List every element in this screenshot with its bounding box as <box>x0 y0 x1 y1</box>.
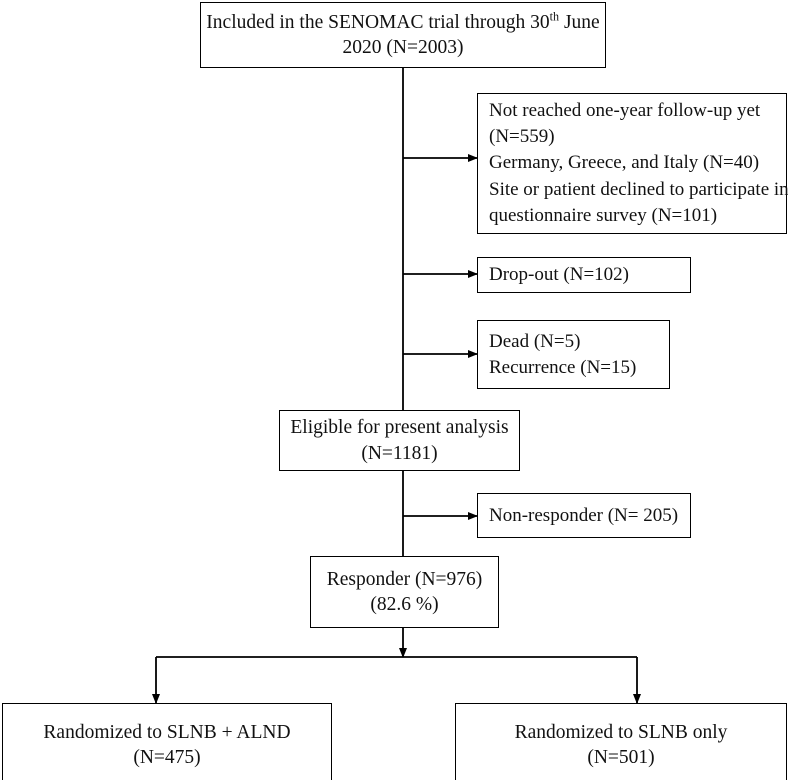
node-dropout: Drop-out (N=102) <box>477 257 691 293</box>
node-slnb-alnd-line-1: Randomized to SLNB + ALND <box>43 721 291 743</box>
node-dead-recurrence: Dead (N=5) Recurrence (N=15) <box>477 320 670 389</box>
node-slnb-only-line-1: Randomized to SLNB only <box>514 721 728 743</box>
node-not-reached-line-3: Germany, Greece, and Italy (N=40) <box>489 152 760 174</box>
node-dead-line: Dead (N=5) <box>489 330 581 352</box>
node-slnb-only-line-2: (N=501) <box>587 747 655 768</box>
node-eligible-line-2: (N=1181) <box>361 442 438 464</box>
node-eligible-line-1: Eligible for present analysis <box>290 417 509 439</box>
node-included-line-1: Included in the SENOMAC trial through 30… <box>206 9 600 33</box>
node-randomized-slnb-only: Randomized to SLNB only (N=501) <box>455 703 787 780</box>
node-included-in-trial: Included in the SENOMAC trial through 30… <box>200 2 606 68</box>
node-slnb-alnd-line-2: (N=475) <box>133 747 201 768</box>
node-not-reached-line-2: (N=559) <box>489 126 555 148</box>
node-not-reached-line-5: questionnaire survey (N=101) <box>489 204 718 226</box>
node-randomized-slnb-alnd: Randomized to SLNB + ALND (N=475) <box>2 703 332 780</box>
node-non-responder-line-1: Non-responder (N= 205) <box>489 504 679 526</box>
node-not-reached-line-1: Not reached one-year follow-up yet <box>489 100 761 122</box>
node-responder-line-1: Responder (N=976) <box>326 568 483 590</box>
node-responder-line-2: (82.6 %) <box>370 594 439 615</box>
node-not-reached-followup: Not reached one-year follow-up yet (N=55… <box>477 93 788 234</box>
node-responder: Responder (N=976) (82.6 %) <box>310 556 499 628</box>
node-dropout-line-1: Drop-out (N=102) <box>489 264 629 286</box>
node-non-responder: Non-responder (N= 205) <box>477 493 691 538</box>
node-included-line-2: 2020 (N=2003) <box>342 37 464 58</box>
node-not-reached-line-4: Site or patient declined to participate … <box>489 178 788 200</box>
node-recurrence-line: Recurrence (N=15) <box>489 356 637 378</box>
node-eligible-for-analysis: Eligible for present analysis (N=1181) <box>279 410 520 471</box>
ordinal-suffix: th <box>549 9 560 24</box>
